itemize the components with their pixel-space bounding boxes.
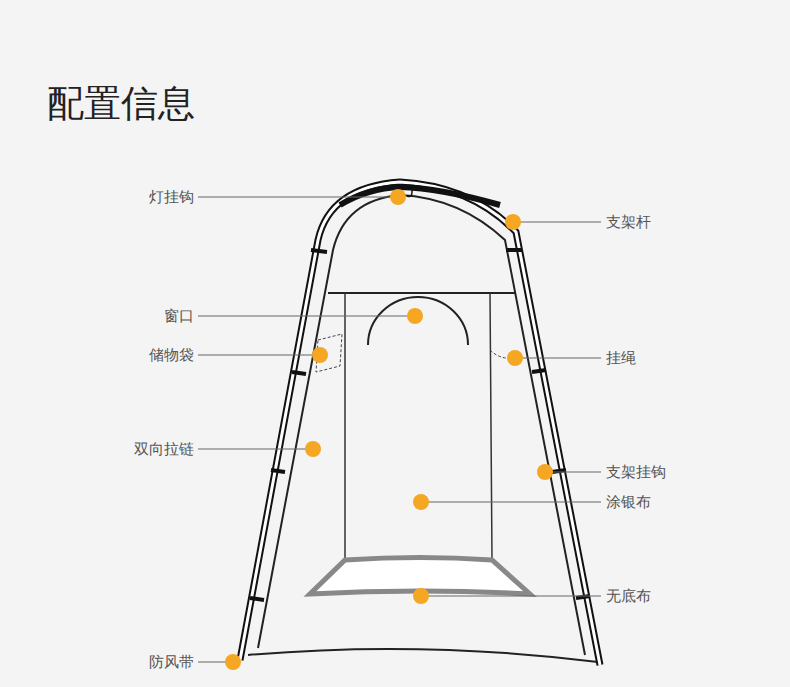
part-label: 支架挂钩	[604, 463, 668, 481]
part-label: 双向拉链	[132, 440, 196, 458]
part-label: 挂绳	[604, 349, 638, 367]
part-label: 支架杆	[604, 213, 653, 231]
page-title: 配置信息	[47, 82, 195, 126]
part-label: 窗口	[162, 307, 196, 325]
part-label: 储物袋	[147, 346, 196, 364]
part-label: 无底布	[604, 587, 653, 605]
part-label: 防风带	[147, 653, 196, 671]
part-label: 涂银布	[604, 493, 653, 511]
part-label: 灯挂钩	[147, 188, 196, 206]
